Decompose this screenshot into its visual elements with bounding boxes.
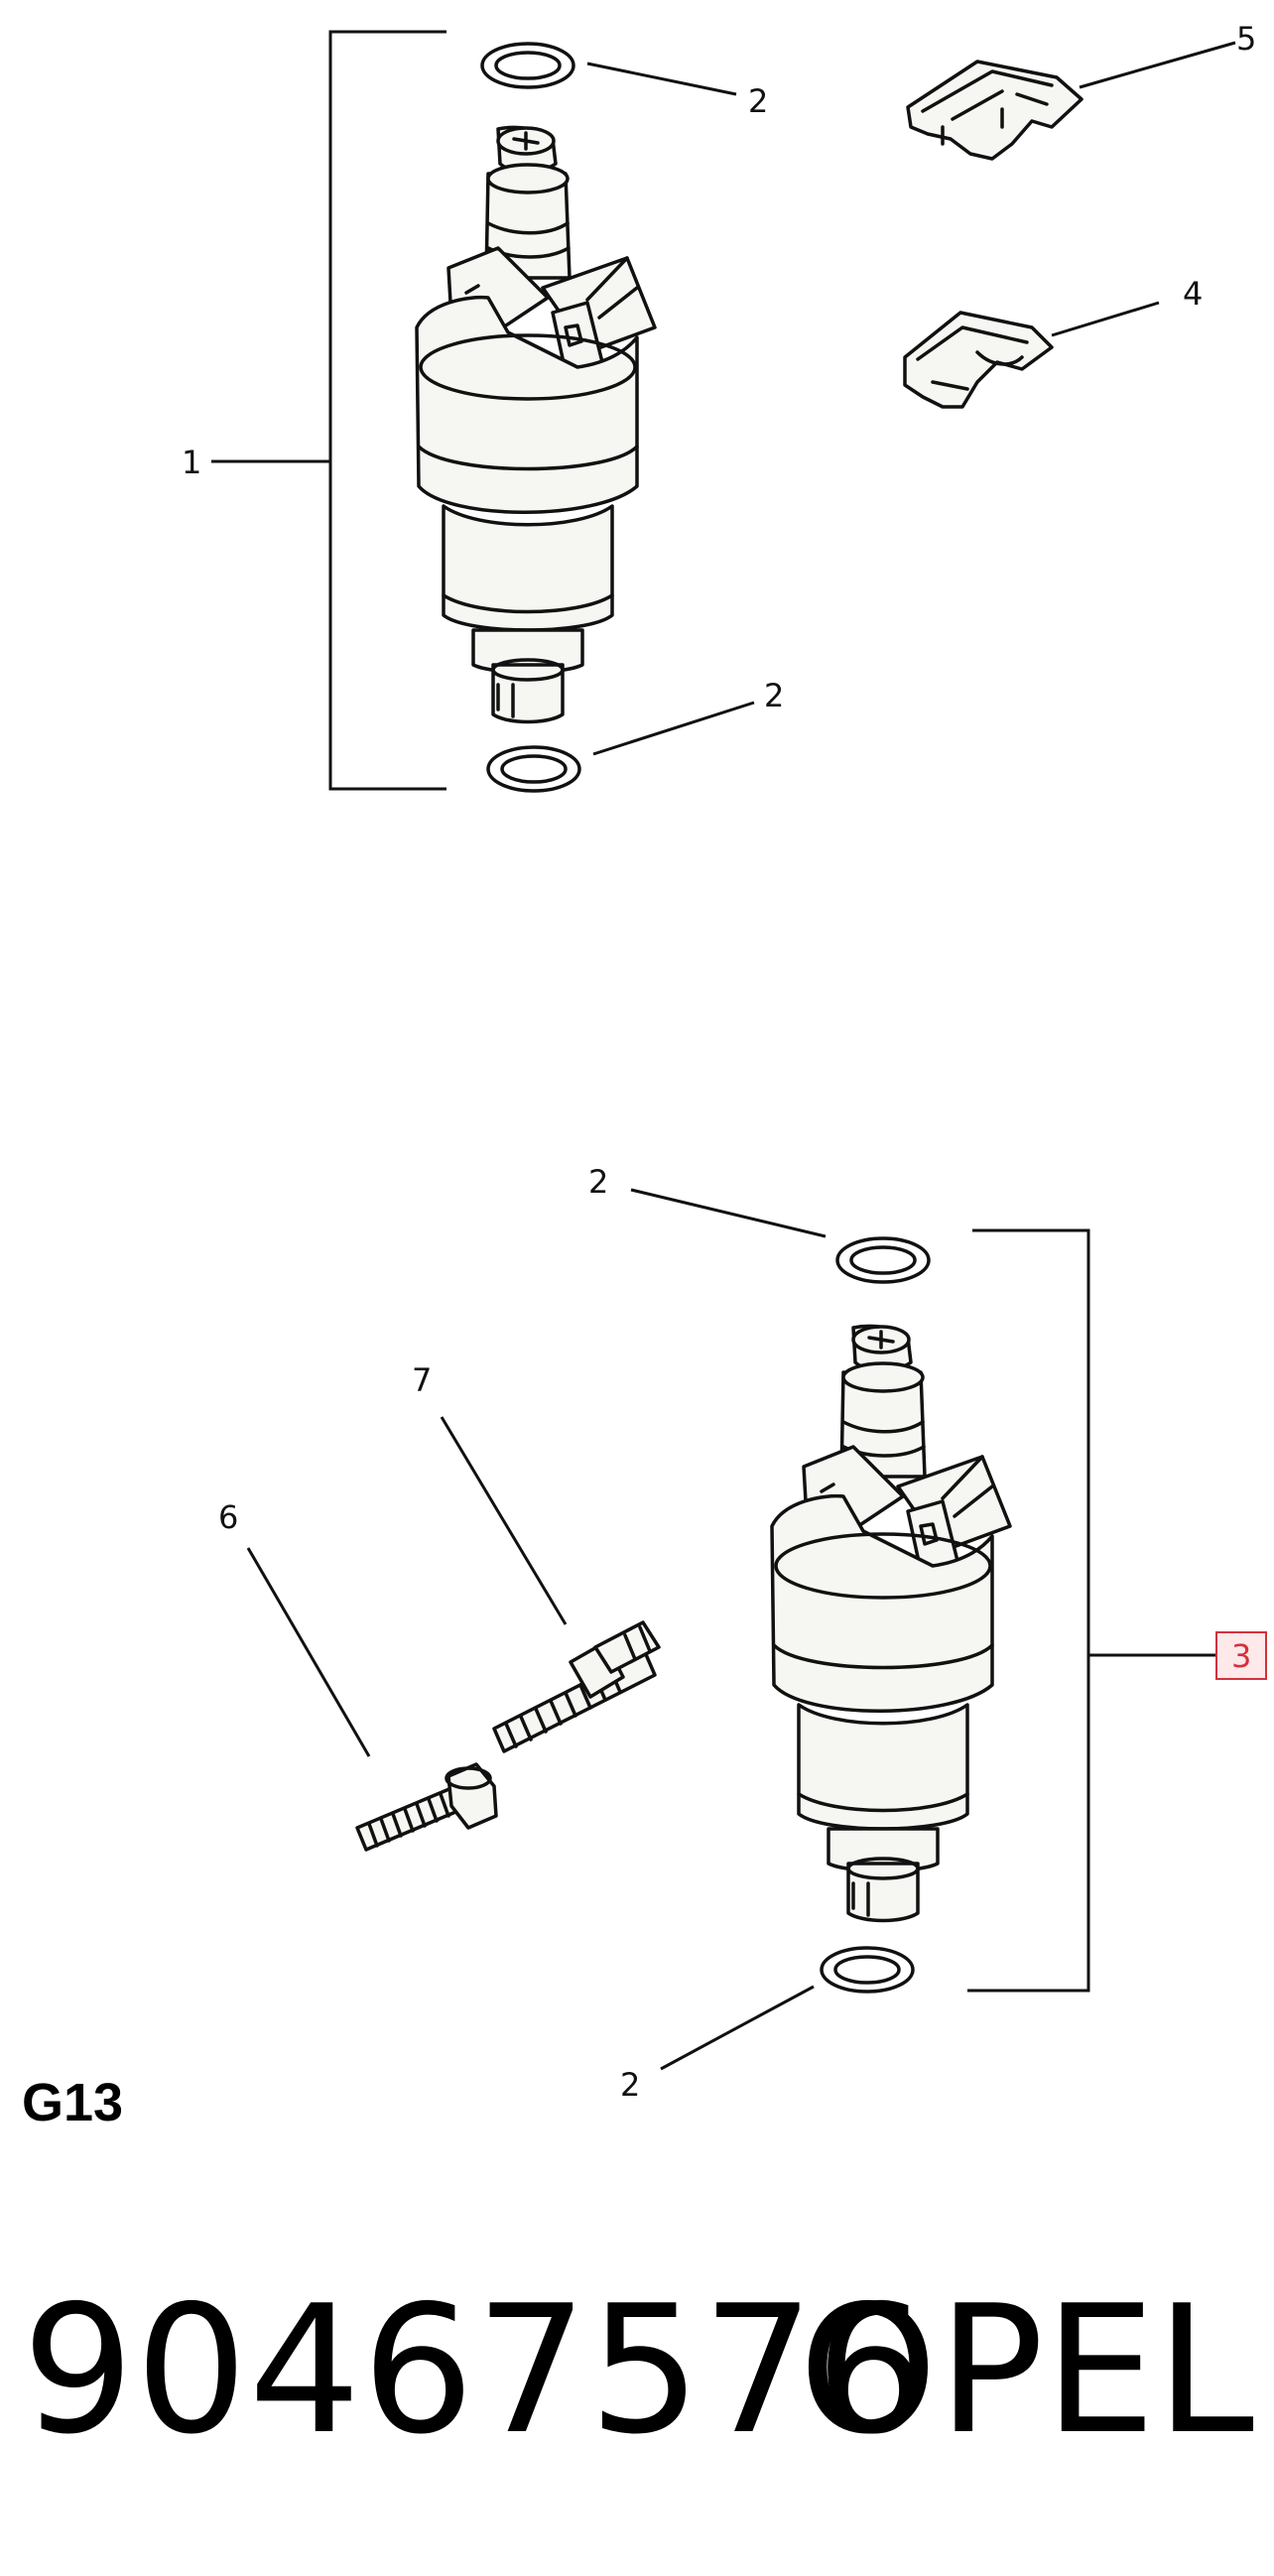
callout-2-top-upper: 2 bbox=[748, 82, 768, 120]
callout-2-bottom-lower: 2 bbox=[620, 2066, 640, 2104]
bracket-item-3 bbox=[967, 1228, 1090, 1993]
o-ring-top bbox=[480, 42, 575, 89]
callout-5: 5 bbox=[1236, 20, 1256, 58]
fuel-injector-bottom bbox=[770, 1324, 1012, 1923]
bolt-6: 6 bbox=[218, 1498, 498, 1852]
bracket-item-1 bbox=[328, 30, 446, 791]
callout-1: 1 bbox=[182, 444, 201, 481]
callout-2-bottom-upper: 2 bbox=[588, 1163, 608, 1201]
fuel-injector-top bbox=[415, 125, 657, 724]
o-ring-lower-bottom bbox=[820, 1946, 915, 1994]
callout-2-top-lower: 2 bbox=[764, 677, 784, 714]
callout-7: 7 bbox=[412, 1361, 432, 1399]
callout-3[interactable]: 3 bbox=[1231, 1637, 1251, 1675]
brand-name: OPEL bbox=[798, 2267, 1254, 2473]
retaining-clip-4: 4 bbox=[903, 275, 1203, 409]
injector-assembly-bottom: 2 2 3 bbox=[588, 1163, 1267, 2104]
o-ring-lower-top bbox=[835, 1236, 931, 1284]
retaining-clip-5: 5 bbox=[906, 20, 1256, 161]
part-number: 90467576 bbox=[22, 2267, 929, 2473]
callout-4: 4 bbox=[1183, 275, 1203, 313]
o-ring-bottom bbox=[486, 745, 581, 793]
stud-7: 7 bbox=[412, 1361, 661, 1753]
injector-assembly-top: 1 2 2 bbox=[182, 30, 784, 793]
callout-3-highlight[interactable] bbox=[1215, 1631, 1267, 1680]
section-label: G13 bbox=[22, 2073, 124, 2132]
callout-6: 6 bbox=[218, 1498, 238, 1536]
